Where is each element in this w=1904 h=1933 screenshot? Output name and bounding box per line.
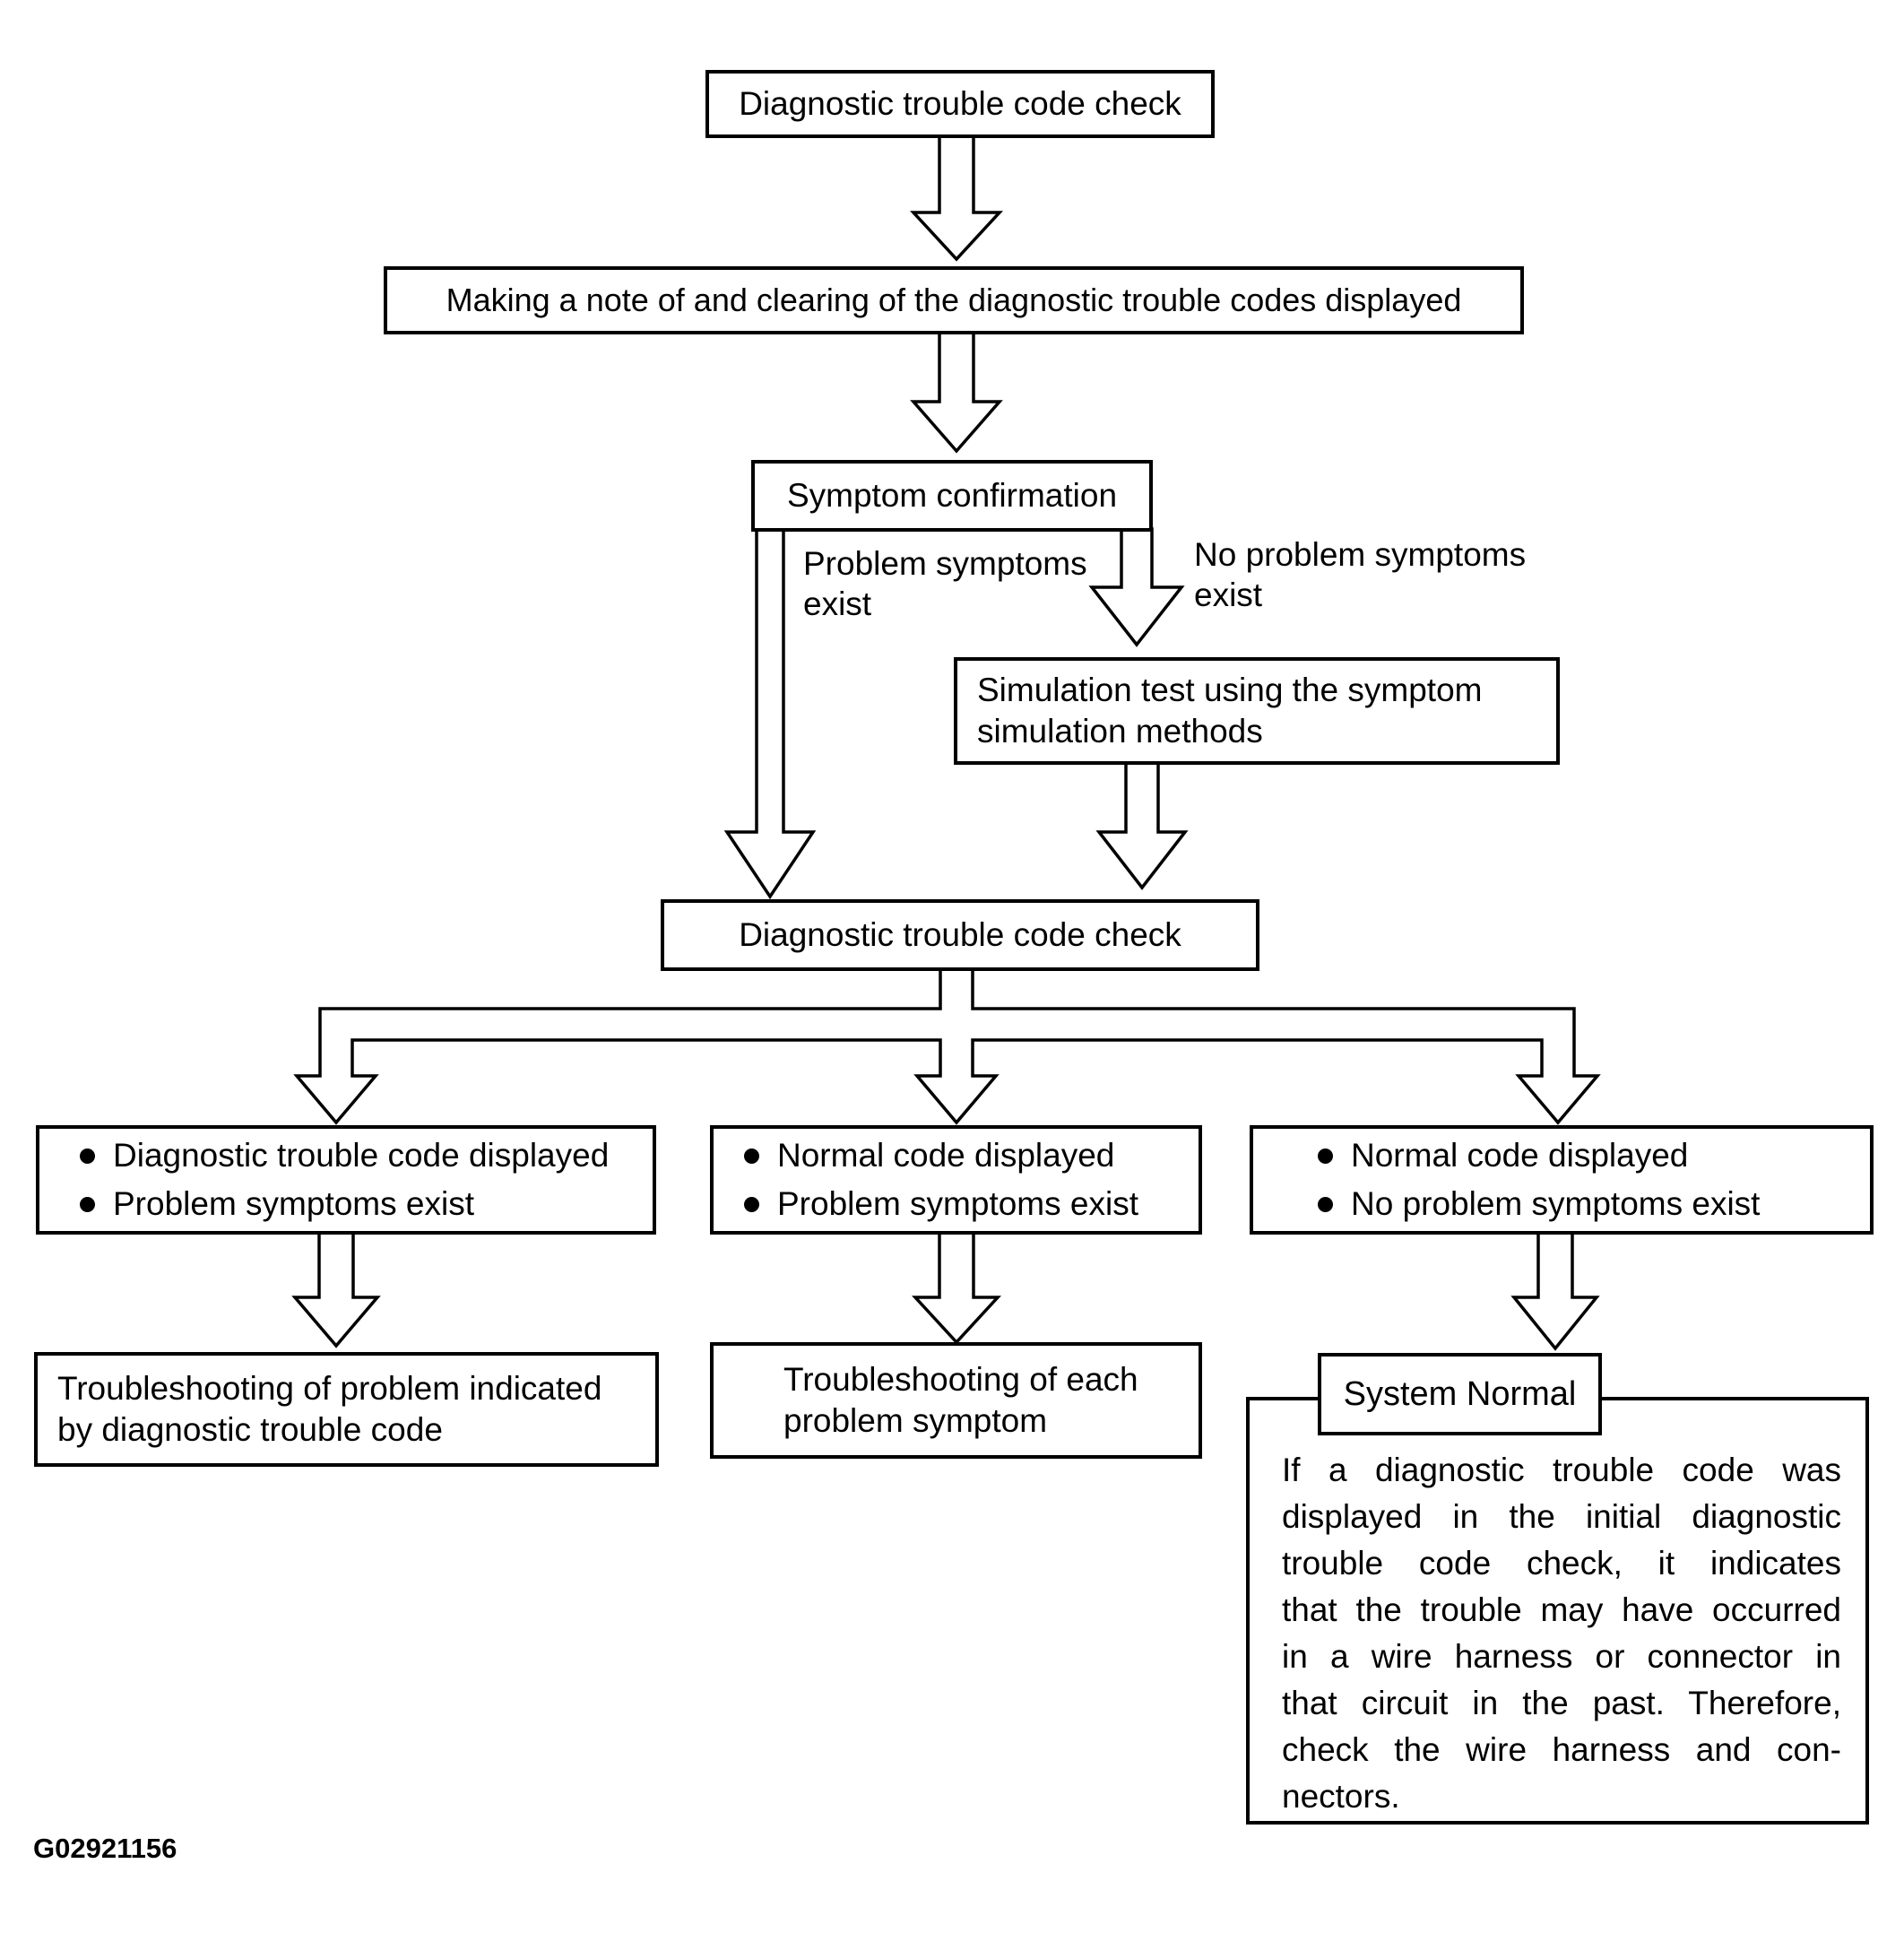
- outcome-left-item1-text: Diagnostic trouble code displayed: [113, 1137, 610, 1174]
- node-dtc-check-2-label: Diagnostic trouble code check: [739, 916, 1181, 953]
- bullet-icon: [1318, 1196, 1333, 1212]
- node-action-mid-line2: problem symptom: [783, 1402, 1048, 1439]
- bullet-icon: [1318, 1148, 1333, 1164]
- label-problem-symptoms-exist: Problem symptoms exist: [803, 543, 1087, 624]
- note-line: that the trouble may have occurred: [1282, 1591, 1841, 1628]
- label-no-problem-symptoms-line1: No problem symptoms: [1194, 536, 1527, 573]
- outcome-left-item2: Problem symptoms exist: [80, 1183, 653, 1225]
- node-simulation-test-line1: Simulation test using the symptom: [977, 672, 1483, 708]
- node-action-left-line2: by diagnostic trouble code: [57, 1411, 443, 1448]
- block-arrow-down-1: [910, 134, 1003, 262]
- node-system-normal: System Normal: [1318, 1353, 1602, 1435]
- block-arrow-down-5: [912, 1231, 1001, 1345]
- outcome-left-item2-text: Problem symptoms exist: [113, 1185, 474, 1222]
- node-dtc-check-2: Diagnostic trouble code check: [661, 899, 1259, 971]
- system-normal-note-text: If a diagnostic trouble code was display…: [1282, 1447, 1841, 1820]
- node-dtc-check-top: Diagnostic trouble code check: [705, 70, 1215, 138]
- node-simulation-test: Simulation test using the symptom simula…: [954, 657, 1560, 765]
- note-line: displayed in the initial diagnostic: [1282, 1498, 1841, 1535]
- block-arrow-down-4: [291, 1231, 381, 1348]
- outcome-right-item1-text: Normal code displayed: [1351, 1137, 1689, 1174]
- outcome-mid-item1: Normal code displayed: [744, 1135, 1199, 1176]
- bullet-icon: [80, 1196, 95, 1212]
- bullet-icon: [80, 1148, 95, 1164]
- bullet-icon: [744, 1196, 759, 1212]
- note-line: nectors.: [1282, 1778, 1400, 1815]
- label-problem-symptoms-line1: Problem symptoms: [803, 545, 1087, 582]
- node-outcome-mid: Normal code displayed Problem symptoms e…: [710, 1125, 1202, 1235]
- node-system-normal-label: System Normal: [1343, 1374, 1577, 1413]
- node-symptom-confirmation: Symptom confirmation: [751, 460, 1153, 532]
- outcome-right-item1: Normal code displayed: [1318, 1135, 1870, 1176]
- outcome-left-item1: Diagnostic trouble code displayed: [80, 1135, 653, 1176]
- label-no-problem-symptoms-line2: exist: [1194, 576, 1263, 613]
- branch-connector: [293, 966, 1601, 1125]
- node-outcome-left: Diagnostic trouble code displayed Proble…: [36, 1125, 656, 1235]
- block-arrow-down-2: [910, 331, 1003, 454]
- label-no-problem-symptoms-exist: No problem symptoms exist: [1194, 534, 1526, 615]
- node-action-left-line1: Troubleshooting of problem indicated: [57, 1370, 602, 1407]
- block-arrow-down-3: [1095, 761, 1189, 890]
- block-arrow-no-problem-symptoms: [1088, 527, 1185, 647]
- label-problem-symptoms-line2: exist: [803, 585, 872, 622]
- node-symptom-confirmation-label: Symptom confirmation: [786, 477, 1118, 514]
- node-note-clear: Making a note of and clearing of the dia…: [384, 266, 1524, 334]
- block-arrow-down-6: [1510, 1231, 1600, 1351]
- note-line: If a diagnostic trouble code was: [1282, 1452, 1841, 1488]
- node-system-normal-note-box: [1246, 1397, 1869, 1825]
- note-line: trouble code check, it indicates: [1282, 1545, 1841, 1582]
- figure-code: G02921156: [33, 1833, 177, 1864]
- node-action-left: Troubleshooting of problem indicated by …: [34, 1352, 659, 1467]
- note-line: check the wire harness and con-: [1282, 1731, 1841, 1768]
- bullet-icon: [744, 1148, 759, 1164]
- outcome-mid-item2: Problem symptoms exist: [744, 1183, 1199, 1225]
- outcome-right-item2-text: No problem symptoms exist: [1351, 1185, 1761, 1222]
- note-line: in a wire harness or connector in: [1282, 1638, 1841, 1675]
- node-dtc-check-top-label: Diagnostic trouble code check: [739, 85, 1181, 122]
- note-line: that circuit in the past. Therefore,: [1282, 1685, 1841, 1721]
- node-action-mid: Troubleshooting of each problem symptom: [710, 1342, 1202, 1459]
- node-simulation-test-line2: simulation methods: [977, 713, 1263, 750]
- outcome-right-item2: No problem symptoms exist: [1318, 1183, 1870, 1225]
- node-note-clear-label: Making a note of and clearing of the dia…: [446, 282, 1462, 318]
- node-action-mid-line1: Troubleshooting of each: [783, 1361, 1138, 1398]
- outcome-mid-item2-text: Problem symptoms exist: [777, 1185, 1138, 1222]
- outcome-mid-item1-text: Normal code displayed: [777, 1137, 1115, 1174]
- node-outcome-right: Normal code displayed No problem symptom…: [1250, 1125, 1874, 1235]
- block-arrow-problem-symptoms: [723, 527, 817, 900]
